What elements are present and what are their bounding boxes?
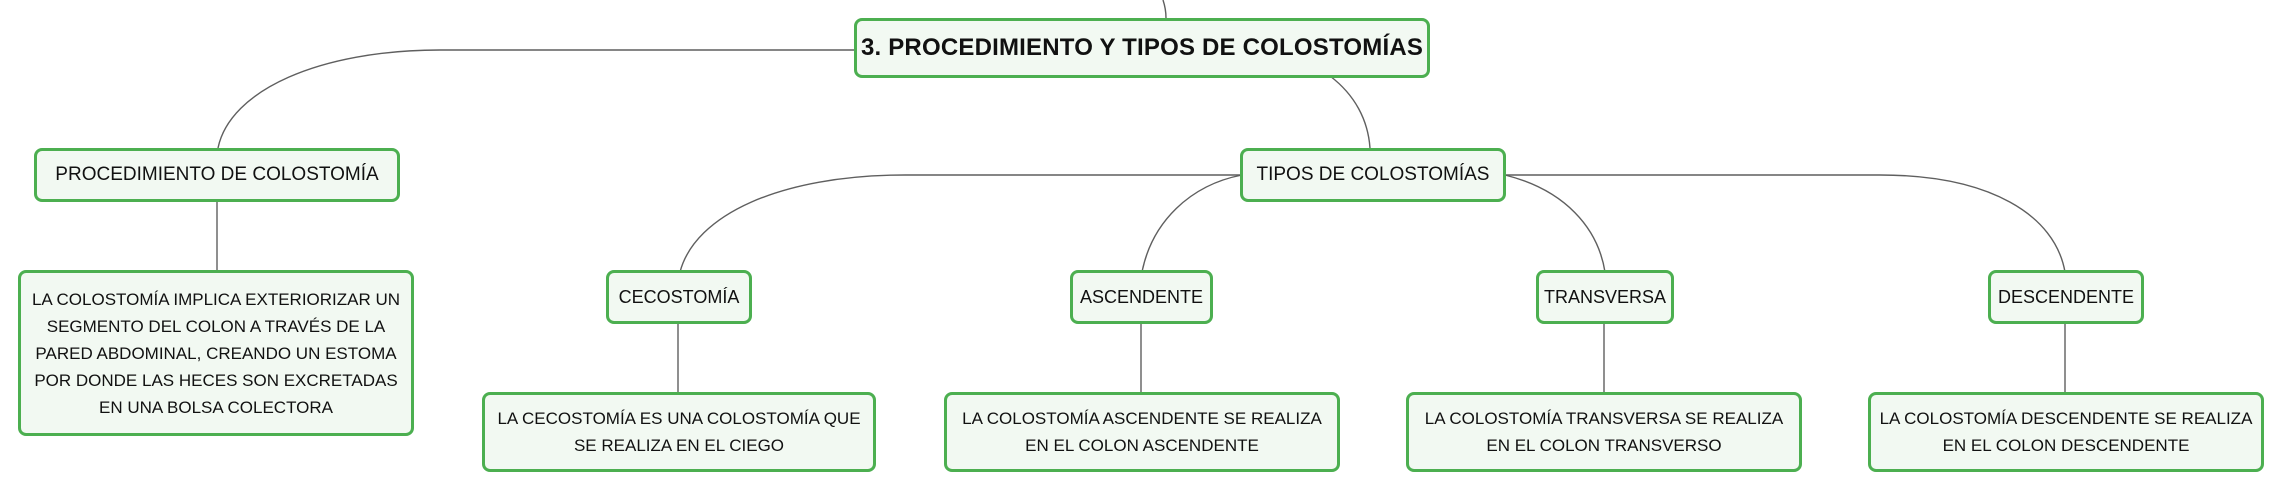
description-node-ascendente[interactable]: LA COLOSTOMÍA ASCENDENTE SE REALIZA EN E…	[944, 392, 1340, 472]
connector-types-to-ascendente	[1141, 174, 1243, 273]
root-topic-label: 3. PROCEDIMIENTO Y TIPOS DE COLOSTOMÍAS	[860, 34, 1424, 61]
type-node-transversa[interactable]: TRANSVERSA	[1536, 270, 1674, 324]
connector-types-to-transversa	[1504, 174, 1606, 273]
type-node-ascendente[interactable]: ASCENDENTE	[1070, 270, 1213, 324]
type-node-cecostomia[interactable]: CECOSTOMÍA	[606, 270, 752, 324]
type-node-descendente[interactable]: DESCENDENTE	[1988, 270, 2144, 324]
connector-types-to-descendente	[1505, 174, 2066, 273]
description-text-descendente: LA COLOSTOMÍA DESCENDENTE SE REALIZA EN …	[1879, 409, 2253, 455]
description-text-ascendente: LA COLOSTOMÍA ASCENDENTE SE REALIZA EN E…	[962, 409, 1322, 455]
types-label: TIPOS DE COLOSTOMÍAS	[1256, 164, 1490, 185]
procedure-label: PROCEDIMIENTO DE COLOSTOMÍA	[55, 164, 379, 185]
type-label-transversa: TRANSVERSA	[1543, 286, 1667, 307]
type-label-descendente: DESCENDENTE	[1997, 286, 2135, 307]
types-node[interactable]: TIPOS DE COLOSTOMÍAS	[1240, 148, 1506, 202]
description-text-transversa: LA COLOSTOMÍA TRANSVERSA SE REALIZA EN E…	[1424, 409, 1784, 455]
root-topic-node[interactable]: 3. PROCEDIMIENTO Y TIPOS DE COLOSTOMÍAS	[854, 18, 1430, 78]
description-text-cecostomia: LA CECOSTOMÍA ES UNA COLOSTOMÍA QUE SE R…	[497, 409, 861, 455]
procedure-description-text: LA COLOSTOMÍA IMPLICA EXTERIORIZAR UN SE…	[31, 289, 401, 417]
connector-root-to-types	[1329, 75, 1371, 149]
connector-types-to-cecostomia	[679, 174, 1242, 273]
description-node-descendente[interactable]: LA COLOSTOMÍA DESCENDENTE SE REALIZA EN …	[1868, 392, 2264, 472]
type-label-ascendente: ASCENDENTE	[1079, 286, 1204, 307]
procedure-node[interactable]: PROCEDIMIENTO DE COLOSTOMÍA	[34, 148, 400, 202]
description-node-transversa[interactable]: LA COLOSTOMÍA TRANSVERSA SE REALIZA EN E…	[1406, 392, 1802, 472]
description-node-cecostomia[interactable]: LA CECOSTOMÍA ES UNA COLOSTOMÍA QUE SE R…	[482, 392, 876, 472]
type-label-cecostomia: CECOSTOMÍA	[618, 286, 740, 307]
procedure-description-node[interactable]: LA COLOSTOMÍA IMPLICA EXTERIORIZAR UN SE…	[18, 270, 414, 436]
connector-root-to-procedure	[217, 49, 854, 149]
connector-top-stub	[1162, 0, 1167, 19]
